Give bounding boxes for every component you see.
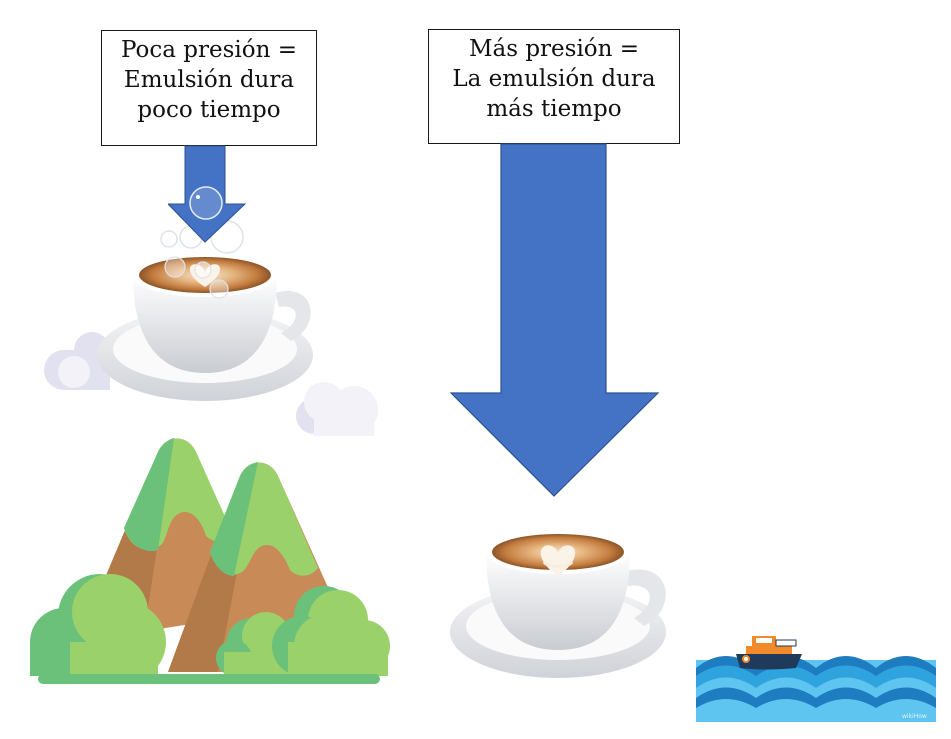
watermark-text: wikiHow [902, 713, 927, 720]
latte-cup-icon [450, 530, 666, 678]
high-pressure-label: Más presión = La emulsión dura más tiemp… [428, 29, 680, 144]
mountains-with-bushes-icon [30, 438, 390, 684]
low-pressure-label: Poca presión = Emulsión dura poco tiempo [101, 30, 317, 146]
cloud-icon [296, 382, 378, 436]
large-down-arrow-icon [449, 143, 660, 497]
latte-cup-with-bubbles-icon [97, 215, 313, 401]
boat-on-waves-icon: wikiHow [696, 636, 936, 722]
high-pressure-line-2: La emulsión dura [452, 66, 656, 92]
low-pressure-line-2: Emulsión dura [123, 67, 295, 93]
low-pressure-line-1: Poca presión = [120, 37, 298, 63]
high-pressure-line-1: Más presión = [468, 36, 640, 62]
low-pressure-line-3: poco tiempo [137, 97, 281, 123]
high-pressure-line-3: más tiempo [486, 96, 622, 122]
small-down-arrow-icon [168, 145, 247, 243]
